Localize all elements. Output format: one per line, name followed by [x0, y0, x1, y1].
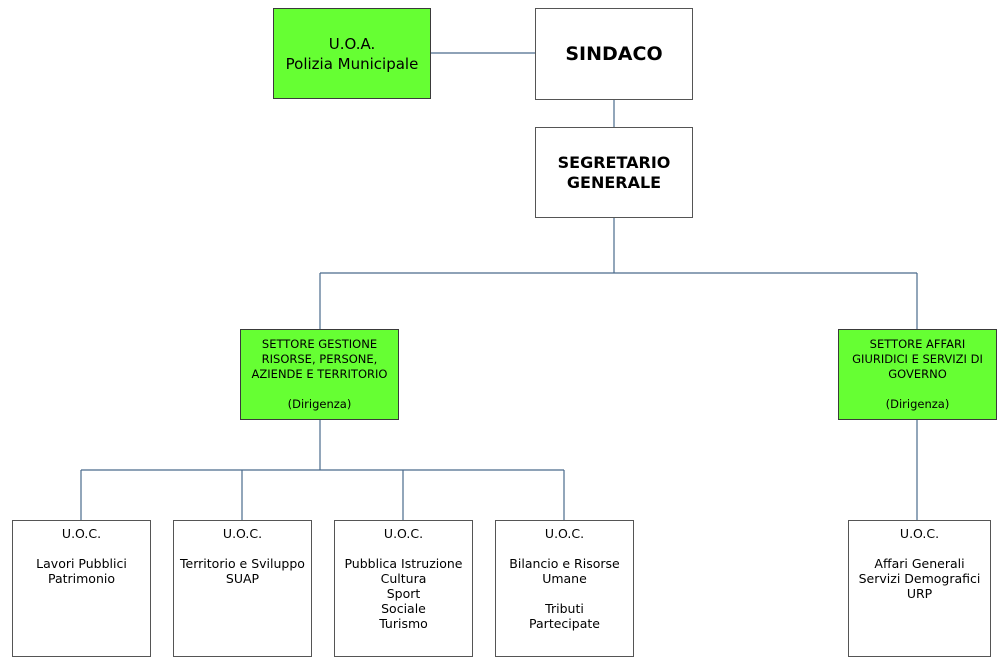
uoc4-line-2: Umane — [542, 571, 587, 586]
uoc3-line-5: Turismo — [379, 616, 428, 631]
settore1-line-2: RISORSE, PERSONE, — [261, 352, 378, 366]
segretario-line-1: SEGRETARIO — [557, 152, 671, 172]
uoc5-line-3: URP — [906, 586, 933, 601]
uoc4-line-3: Tributi — [545, 601, 584, 616]
settore-affari-giuridici-box: SETTORE AFFARI GIURIDICI E SERVIZI DI GO… — [838, 329, 997, 420]
settore1-line-3: AZIENDE E TERRITORIO — [251, 367, 388, 381]
uoc2-line-2: SUAP — [225, 571, 260, 586]
uoc3-line-2: Cultura — [380, 571, 427, 586]
uoc2-line-1: Territorio e Sviluppo — [180, 556, 305, 571]
sindaco-label: SINDACO — [565, 43, 663, 65]
settore1-line-1: SETTORE GESTIONE — [261, 337, 378, 351]
uoc3-label: U.O.C. — [383, 526, 424, 541]
settore2-dirigenza: (Dirigenza) — [885, 397, 950, 411]
uoc3-line-4: Sociale — [381, 601, 426, 616]
uoa-polizia-municipale-box: U.O.A. Polizia Municipale — [273, 8, 431, 99]
uoa-name: Polizia Municipale — [285, 54, 419, 73]
uoc1-line-1: Lavori Pubblici — [36, 556, 127, 571]
settore2-line-1: SETTORE AFFARI — [869, 337, 966, 351]
uoc2-label: U.O.C. — [222, 526, 263, 541]
uoa-label: U.O.A. — [328, 34, 376, 53]
uoc4-label: U.O.C. — [544, 526, 585, 541]
uoc5-label: U.O.C. — [899, 526, 940, 541]
uoc4-line-1: Bilancio e Risorse — [509, 556, 620, 571]
uoc3-line-1: Pubblica Istruzione — [344, 556, 463, 571]
uoc1-label: U.O.C. — [61, 526, 102, 541]
uoc3-line-3: Sport — [386, 586, 421, 601]
uoc5-line-1: Affari Generali — [874, 556, 965, 571]
segretario-generale-box: SEGRETARIO GENERALE — [535, 127, 693, 218]
uoc4-line-4: Partecipate — [529, 616, 600, 631]
uoc-affari-generali-box: U.O.C. Affari Generali Servizi Demografi… — [848, 520, 991, 657]
settore2-line-3: GOVERNO — [888, 367, 947, 381]
uoc-bilancio-box: U.O.C. Bilancio e Risorse Umane Tributi … — [495, 520, 634, 657]
settore2-line-2: GIURIDICI E SERVIZI DI — [852, 352, 983, 366]
uoc1-line-2: Patrimonio — [47, 571, 116, 586]
uoc5-line-2: Servizi Demografici — [858, 571, 981, 586]
settore1-dirigenza: (Dirigenza) — [287, 397, 352, 411]
uoc-territorio-box: U.O.C. Territorio e Sviluppo SUAP — [173, 520, 312, 657]
uoc-lavori-pubblici-box: U.O.C. Lavori Pubblici Patrimonio — [12, 520, 151, 657]
sindaco-box: SINDACO — [535, 8, 693, 100]
uoc-pubblica-istruzione-box: U.O.C. Pubblica Istruzione Cultura Sport… — [334, 520, 473, 657]
settore-gestione-box: SETTORE GESTIONE RISORSE, PERSONE, AZIEN… — [240, 329, 399, 420]
segretario-line-2: GENERALE — [566, 172, 662, 192]
